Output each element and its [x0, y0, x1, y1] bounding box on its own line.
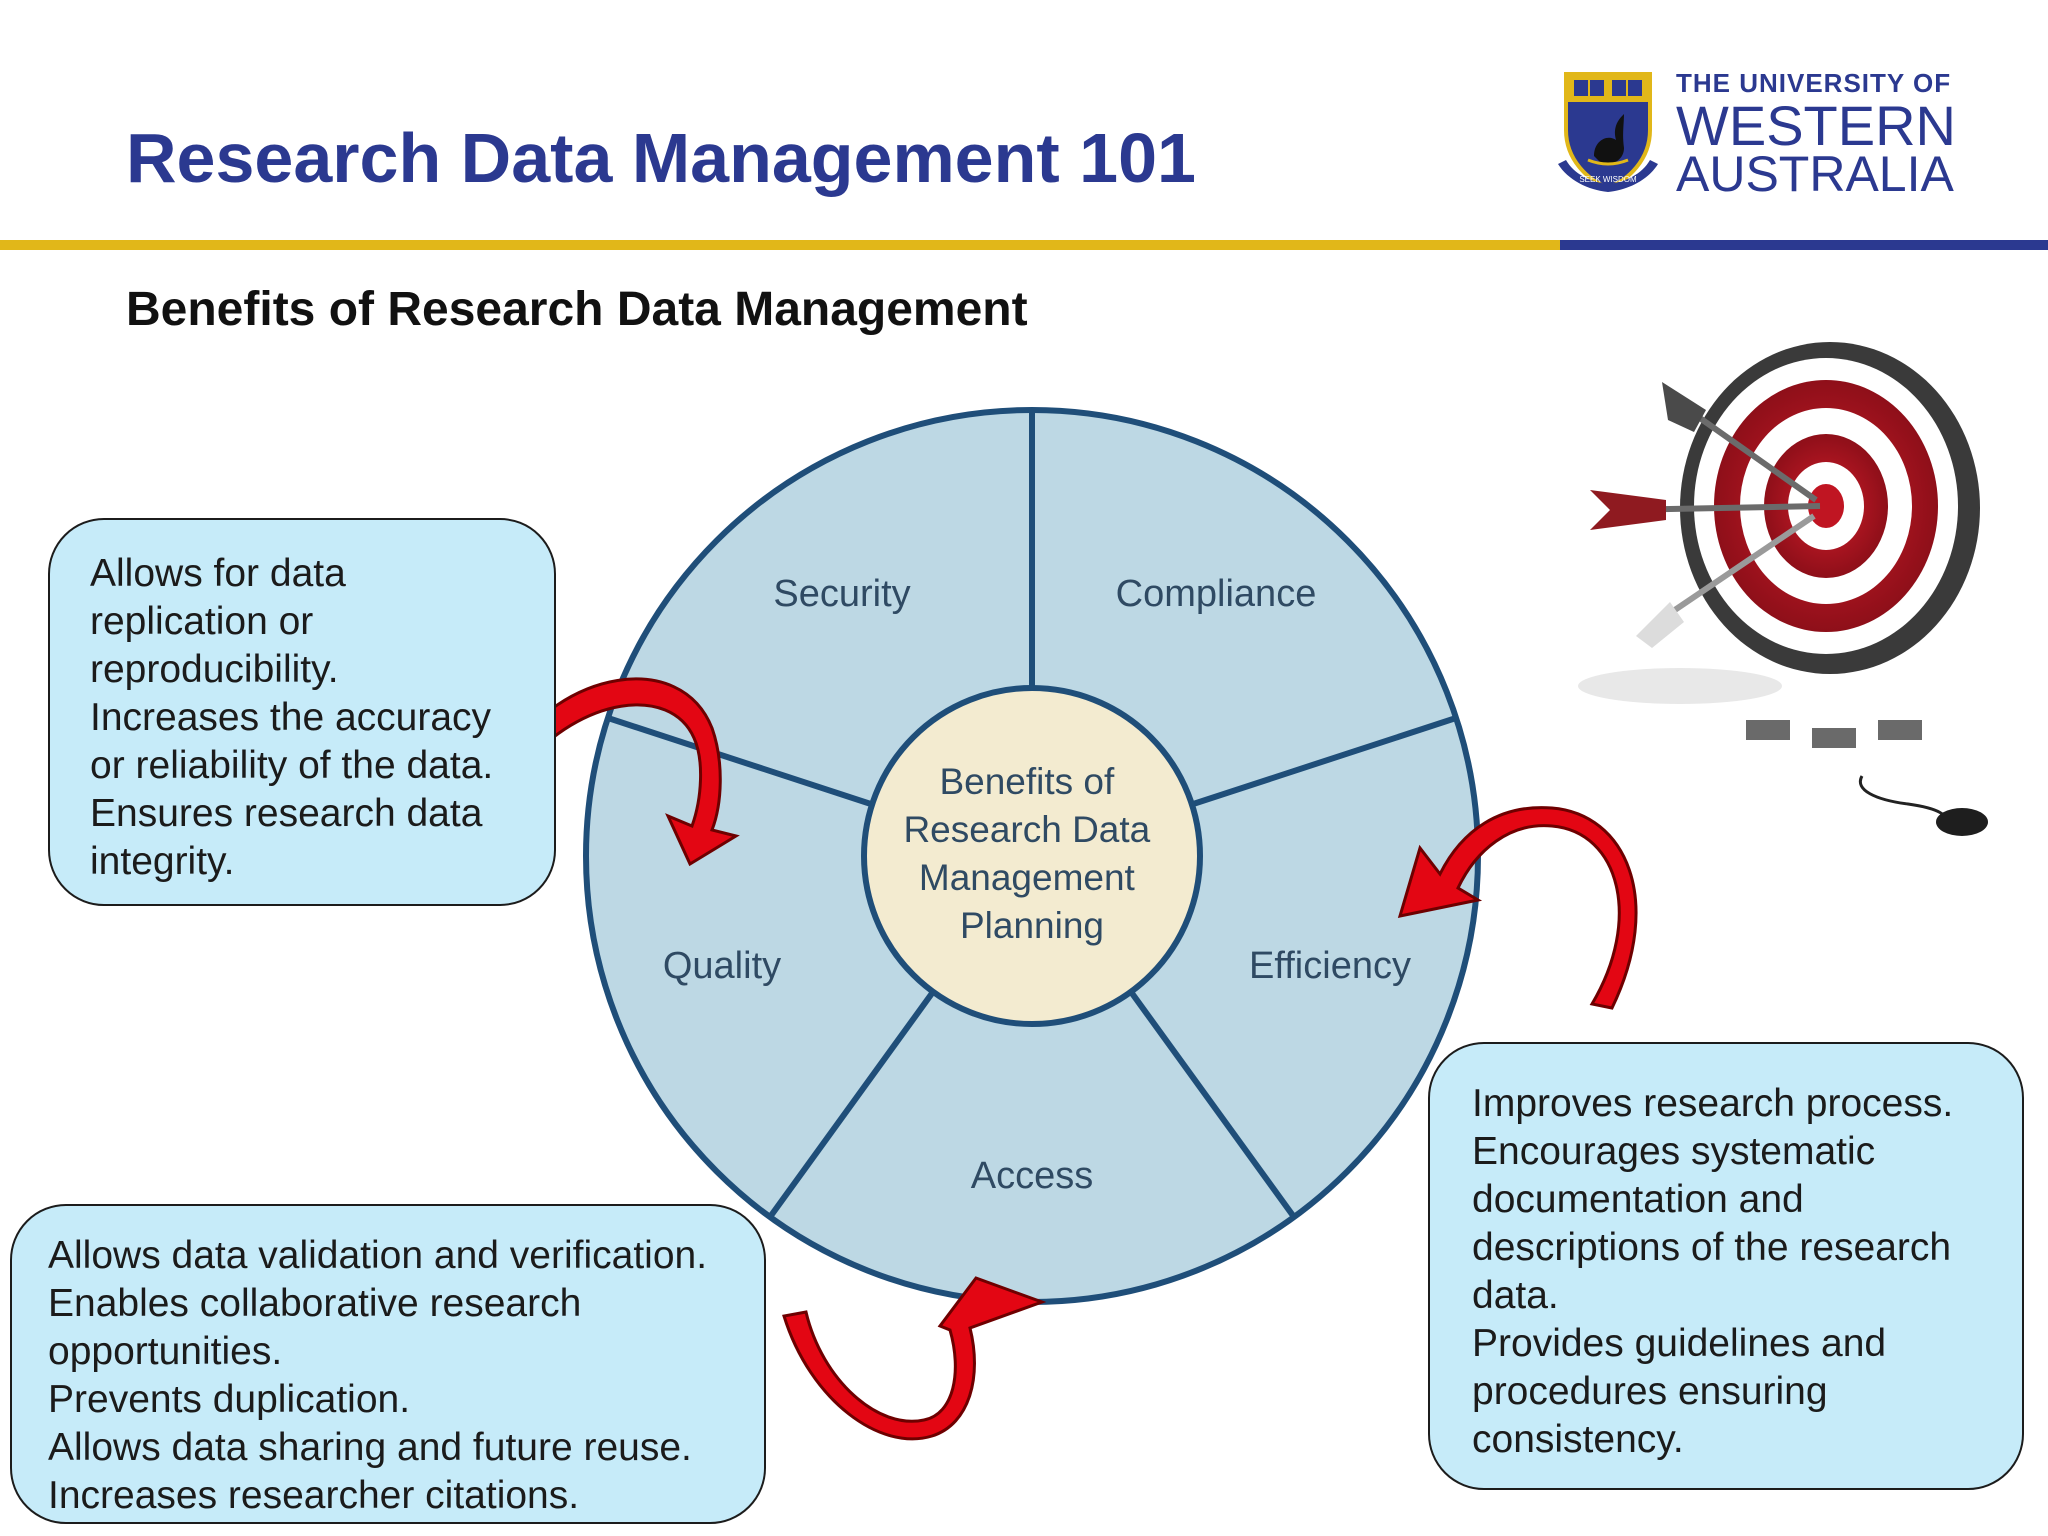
logo-line-2: WESTERN [1676, 94, 1956, 157]
callout-line: Allows for data [90, 552, 346, 595]
wheel-divider-lower-left [767, 983, 941, 1219]
callout-line: Increases researcher citations. [48, 1474, 580, 1517]
segment-quality: Quality [663, 945, 781, 987]
wheel-center-text: Benefits of Research Data Management Pla… [903, 761, 1160, 946]
callout-line: consistency. [1472, 1418, 1684, 1461]
callout-line: integrity. [90, 840, 235, 883]
callout-efficiency-benefits: Improves research process. Encourages sy… [1428, 1042, 2024, 1490]
header-divider-gold [0, 240, 1560, 250]
callout-line: Encourages systematic [1472, 1130, 1876, 1173]
callout-line: Enables collaborative research [48, 1282, 582, 1325]
segment-access: Access [971, 1155, 1093, 1197]
university-crest-icon: SEEK WISDOM [1558, 72, 1658, 192]
callout-line: Ensures research data [90, 792, 483, 835]
center-text-line-4: Planning [960, 905, 1104, 946]
callout-line: or reliability of the data. [90, 744, 494, 787]
logo-line-3: AUSTRALIA [1676, 146, 1954, 202]
slide-title: Research Data Management 101 [126, 119, 1196, 197]
callout-line: Improves research process. [1472, 1082, 1954, 1125]
university-logo: SEEK WISDOM THE UNIVERSITY OF WESTERN AU… [1558, 62, 1956, 199]
callout-line: Prevents duplication. [48, 1378, 411, 1421]
logo-line-1: THE UNIVERSITY OF [1676, 68, 1952, 98]
callout-access-benefits: Allows data validation and verification.… [10, 1204, 766, 1524]
callout-line: opportunities. [48, 1330, 283, 1373]
curved-arrow-icon [1397, 806, 1638, 1010]
callout-line: descriptions of the research [1472, 1226, 1952, 1269]
curved-arrow-icon [782, 1276, 1047, 1441]
callout-line: documentation and [1472, 1178, 1804, 1221]
callout-quality-benefits: Allows for data replication or reproduci… [48, 518, 556, 906]
callout-line: procedures ensuring [1472, 1370, 1828, 1413]
callout-line: Allows data validation and verification. [48, 1234, 708, 1277]
segment-efficiency: Efficiency [1249, 945, 1411, 987]
curved-arrow-icon [505, 677, 740, 867]
center-text-line-3: Management [919, 857, 1136, 898]
logo-motto: SEEK WISDOM [1579, 175, 1637, 184]
slide-subtitle: Benefits of Research Data Management [126, 283, 1028, 336]
wheel-divider-upper-left [607, 715, 881, 810]
callout-line: Allows data sharing and future reuse. [48, 1426, 692, 1469]
center-text-line-1: Benefits of [939, 761, 1115, 802]
wheel-divider-lower-right [1123, 983, 1297, 1219]
header-divider-blue [1560, 240, 2048, 250]
wheel-divider-upper-right [1183, 715, 1457, 810]
callout-line: Provides guidelines and [1472, 1322, 1887, 1365]
center-text-line-2: Research Data [903, 809, 1150, 850]
logo-wordmark: THE UNIVERSITY OF WESTERN AUSTRALIA [1676, 68, 1956, 202]
segment-compliance: Compliance [1116, 573, 1317, 615]
segment-security: Security [773, 573, 910, 615]
dartboard-arrows-icon [1578, 342, 1988, 836]
callout-line: reproducibility. [90, 648, 339, 691]
callout-line: replication or [90, 600, 314, 643]
callout-line: Increases the accuracy [90, 696, 492, 739]
wheel-center-circle [861, 685, 1203, 1027]
callout-line: data. [1472, 1274, 1559, 1317]
